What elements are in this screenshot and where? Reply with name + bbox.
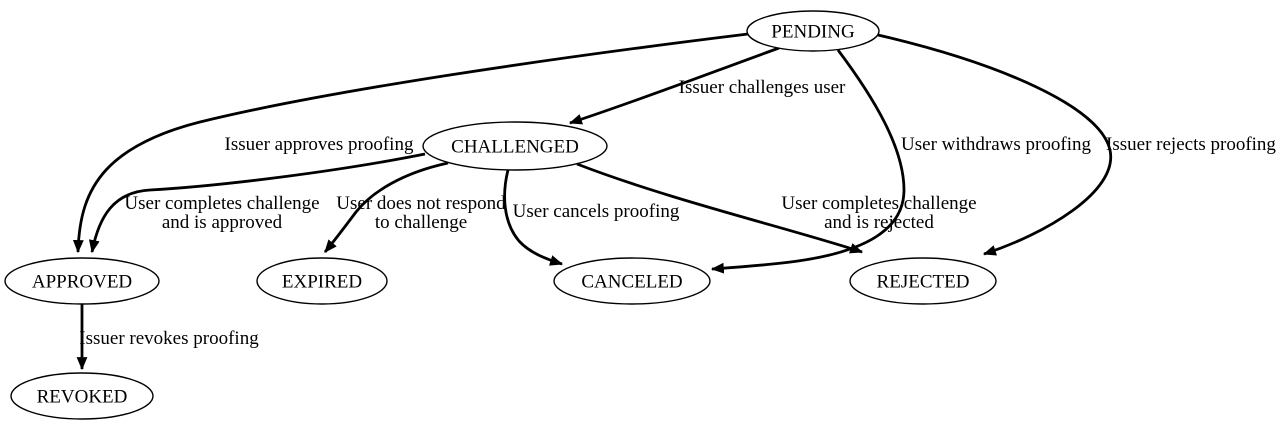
state-ellipse-challenged xyxy=(422,121,608,171)
edge-label-pending-canceled: User withdraws proofing xyxy=(901,134,1091,155)
state-label-rejected: REJECTED xyxy=(877,272,970,293)
transition-pending-challenged: Issuer challenges user xyxy=(568,46,846,125)
edge-challenged-canceled xyxy=(503,169,564,266)
state-ellipse-revoked xyxy=(10,372,154,420)
state-label-expired: EXPIRED xyxy=(282,272,362,293)
edge-label-pending-rejected: Issuer rejects proofing xyxy=(1106,134,1276,155)
edge-label-pending-approved: Issuer approves proofing xyxy=(225,134,414,155)
edge-challenged-expired xyxy=(323,161,449,253)
transition-pending-rejected: Issuer rejects proofing xyxy=(877,33,1276,256)
state-node-revoked: REVOKED xyxy=(10,372,154,420)
state-label-approved: APPROVED xyxy=(32,272,132,293)
edge-pending-canceled xyxy=(710,49,906,274)
transition-pending-approved: Issuer approves proofing xyxy=(72,32,749,254)
edge-label-challenged-canceled: User cancels proofing xyxy=(513,201,680,222)
edge-label-approved-revoked: Issuer revokes proofing xyxy=(79,328,259,349)
edge-pending-approved xyxy=(72,32,749,254)
state-label-challenged: CHALLENGED xyxy=(451,137,579,158)
edge-challenged-approved xyxy=(88,152,426,254)
state-label-revoked: REVOKED xyxy=(37,387,128,408)
state-ellipse-pending xyxy=(746,10,880,52)
state-ellipse-canceled xyxy=(553,257,711,305)
state-node-rejected: REJECTED xyxy=(849,257,997,305)
state-node-approved: APPROVED xyxy=(4,257,160,305)
state-ellipse-expired xyxy=(256,257,388,305)
edge-pending-rejected xyxy=(877,33,1113,256)
state-node-expired: EXPIRED xyxy=(256,257,388,305)
edge-label-pending-challenged: Issuer challenges user xyxy=(679,77,846,98)
transition-pending-canceled: User withdraws proofing xyxy=(710,49,1091,274)
state-node-challenged: CHALLENGED xyxy=(422,121,608,171)
state-ellipse-approved xyxy=(4,257,160,305)
state-node-pending: PENDING xyxy=(746,10,880,52)
state-ellipse-rejected xyxy=(849,257,997,305)
state-label-canceled: CANCELED xyxy=(581,272,682,293)
edge-pending-challenged xyxy=(568,46,780,125)
state-node-canceled: CANCELED xyxy=(553,257,711,305)
state-label-pending: PENDING xyxy=(771,22,855,43)
edge-challenged-rejected xyxy=(576,162,864,254)
transition-approved-revoked: Issuer revokes proofing xyxy=(76,304,259,371)
transition-challenged-canceled: User cancels proofing xyxy=(503,169,680,266)
